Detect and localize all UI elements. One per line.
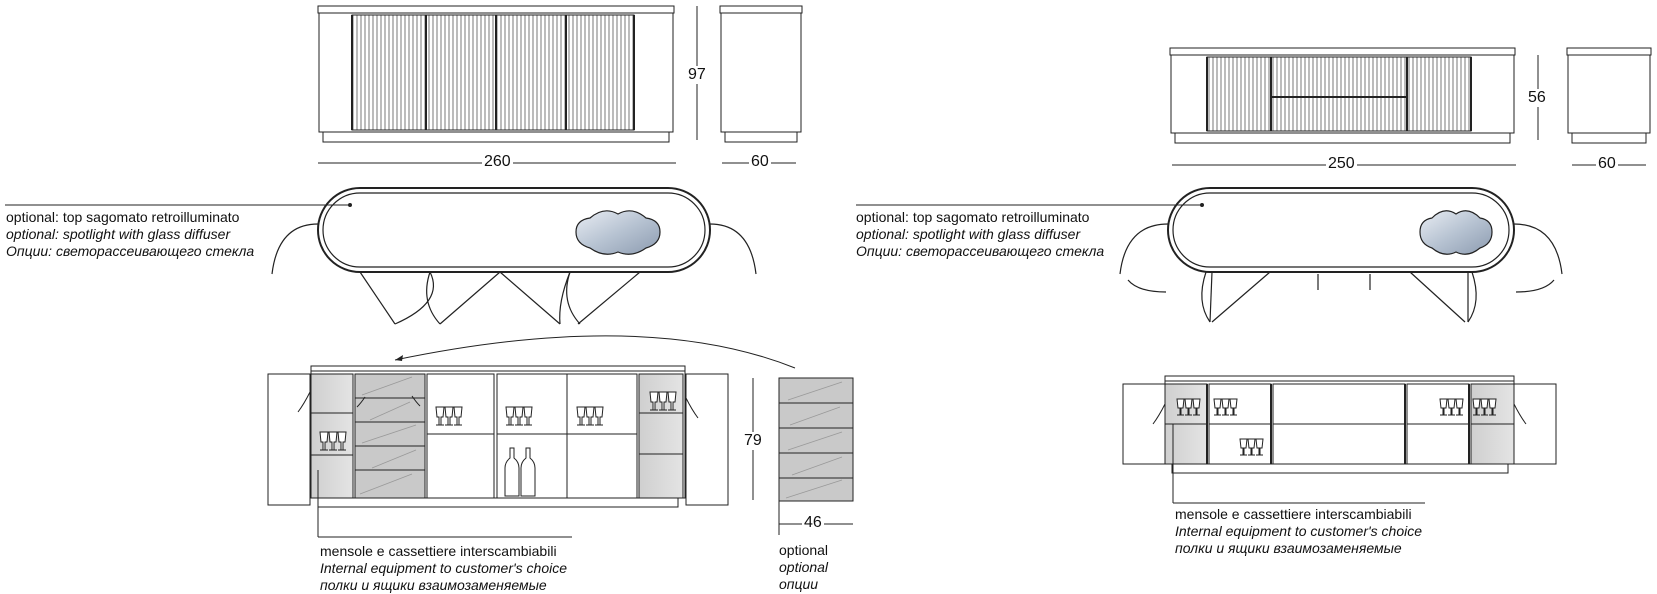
right-optional-top-label: optional: top sagomato retroilluminato	[856, 209, 1090, 225]
left-depth-dim: 60	[749, 153, 771, 171]
left-interior-elevation	[267, 365, 729, 508]
left-shelves-ru-label: полки и ящики взаимозаменяемые	[320, 577, 547, 593]
left-width-dim: 260	[482, 153, 513, 171]
right-shelves-leader	[1172, 424, 1425, 504]
left-interior-swings	[297, 391, 699, 419]
left-interior-height-dim: 79	[742, 432, 764, 450]
right-front-elevation	[1169, 47, 1516, 144]
right-side-elevation	[1566, 47, 1652, 144]
glasses-right	[1176, 398, 1497, 456]
left-shelves-en-label: Internal equipment to customer's choice	[320, 560, 568, 576]
left-shelves-leader	[317, 470, 572, 538]
left-front-elevation	[317, 5, 675, 143]
left-side-panel	[778, 377, 854, 502]
left-plan-view	[271, 187, 757, 325]
optional-label-2: optional	[779, 559, 829, 575]
right-shelves-en-label: Internal equipment to customer's choice	[1175, 523, 1423, 539]
right-leader-line	[856, 203, 1204, 207]
left-rotation-arrow	[394, 335, 796, 369]
right-width-dim: 250	[1326, 155, 1357, 173]
left-shelves-it-label: mensole e cassettiere interscambiabili	[320, 543, 557, 559]
optional-label-3: опции	[779, 576, 819, 592]
left-optional-top-label: optional: top sagomato retroilluminato	[6, 209, 240, 225]
right-depth-dim: 60	[1596, 155, 1618, 173]
right-interior-swings	[1152, 403, 1527, 425]
glass-diffuser-left	[575, 210, 661, 255]
left-side-elevation	[719, 5, 803, 143]
right-shelves-ru-label: полки и ящики взаимозаменяемые	[1175, 540, 1402, 556]
bottles-left	[504, 447, 536, 497]
right-height-dim: 56	[1526, 89, 1548, 107]
right-plan-view	[1119, 187, 1563, 323]
right-optional-spotlight-ru-label: Опции: светорассеивающего стекла	[856, 243, 1105, 259]
left-optional-spotlight-ru-label: Опции: светорассеивающего стекла	[6, 243, 255, 259]
optional-label-1: optional	[779, 542, 829, 558]
glass-diffuser-right	[1419, 210, 1493, 255]
left-height-dim: 97	[686, 66, 708, 84]
right-shelves-it-label: mensole e cassettiere interscambiabili	[1175, 506, 1412, 522]
right-optional-spotlight-label: optional: spotlight with glass diffuser	[856, 226, 1081, 242]
left-leader-line	[5, 203, 352, 207]
left-panel-depth-dim: 46	[802, 514, 824, 532]
left-optional-spotlight-label: optional: spotlight with glass diffuser	[6, 226, 231, 242]
glasses-left	[319, 391, 677, 451]
right-interior-elevation	[1122, 375, 1557, 474]
